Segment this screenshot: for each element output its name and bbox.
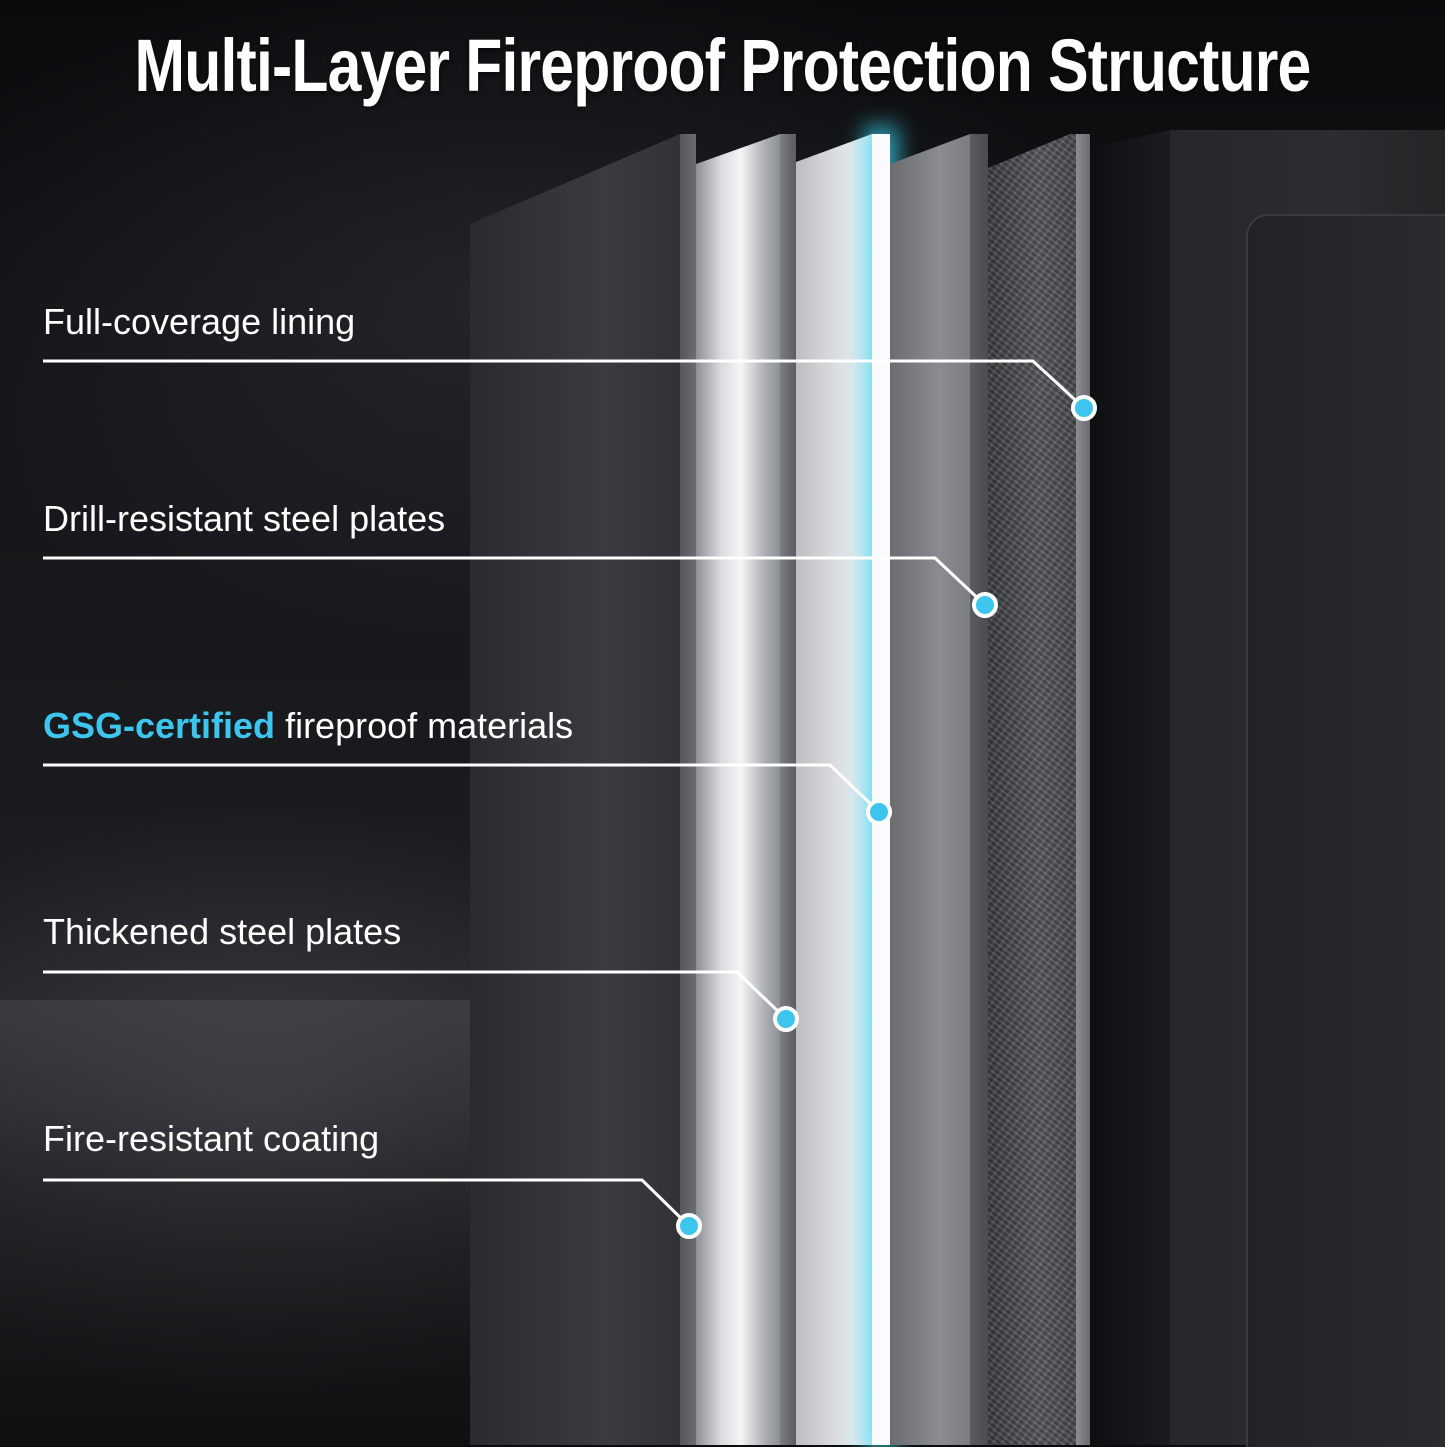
certification-highlight: GSG-certified xyxy=(43,705,276,746)
callout-label-thickened-steel: Thickened steel plates xyxy=(43,911,402,952)
callout-label-drill-resistant: Drill-resistant steel plates xyxy=(43,498,446,539)
steel-plate-edge xyxy=(780,134,796,1445)
callout-label-lining: Full-coverage lining xyxy=(43,301,356,342)
callout-label-fireproof: GSG-certified fireproof materials xyxy=(43,704,573,748)
drill-plate-edge xyxy=(970,134,988,1445)
coating-edge xyxy=(680,134,696,1445)
fire-resistant-coating-layer xyxy=(470,134,696,1445)
callout-label-coating: Fire-resistant coating xyxy=(43,1118,380,1159)
full-coverage-lining-layer xyxy=(988,134,1090,1445)
callout-label-fireproof-text: fireproof materials xyxy=(275,705,574,746)
lining-edge xyxy=(1076,134,1090,1445)
safe-body-side xyxy=(1090,130,1170,1445)
page-title: Multi-Layer Fireproof Protection Structu… xyxy=(134,24,1312,107)
safe-door-panel xyxy=(1246,214,1445,1447)
fireproof-glow-edge xyxy=(872,134,890,1445)
